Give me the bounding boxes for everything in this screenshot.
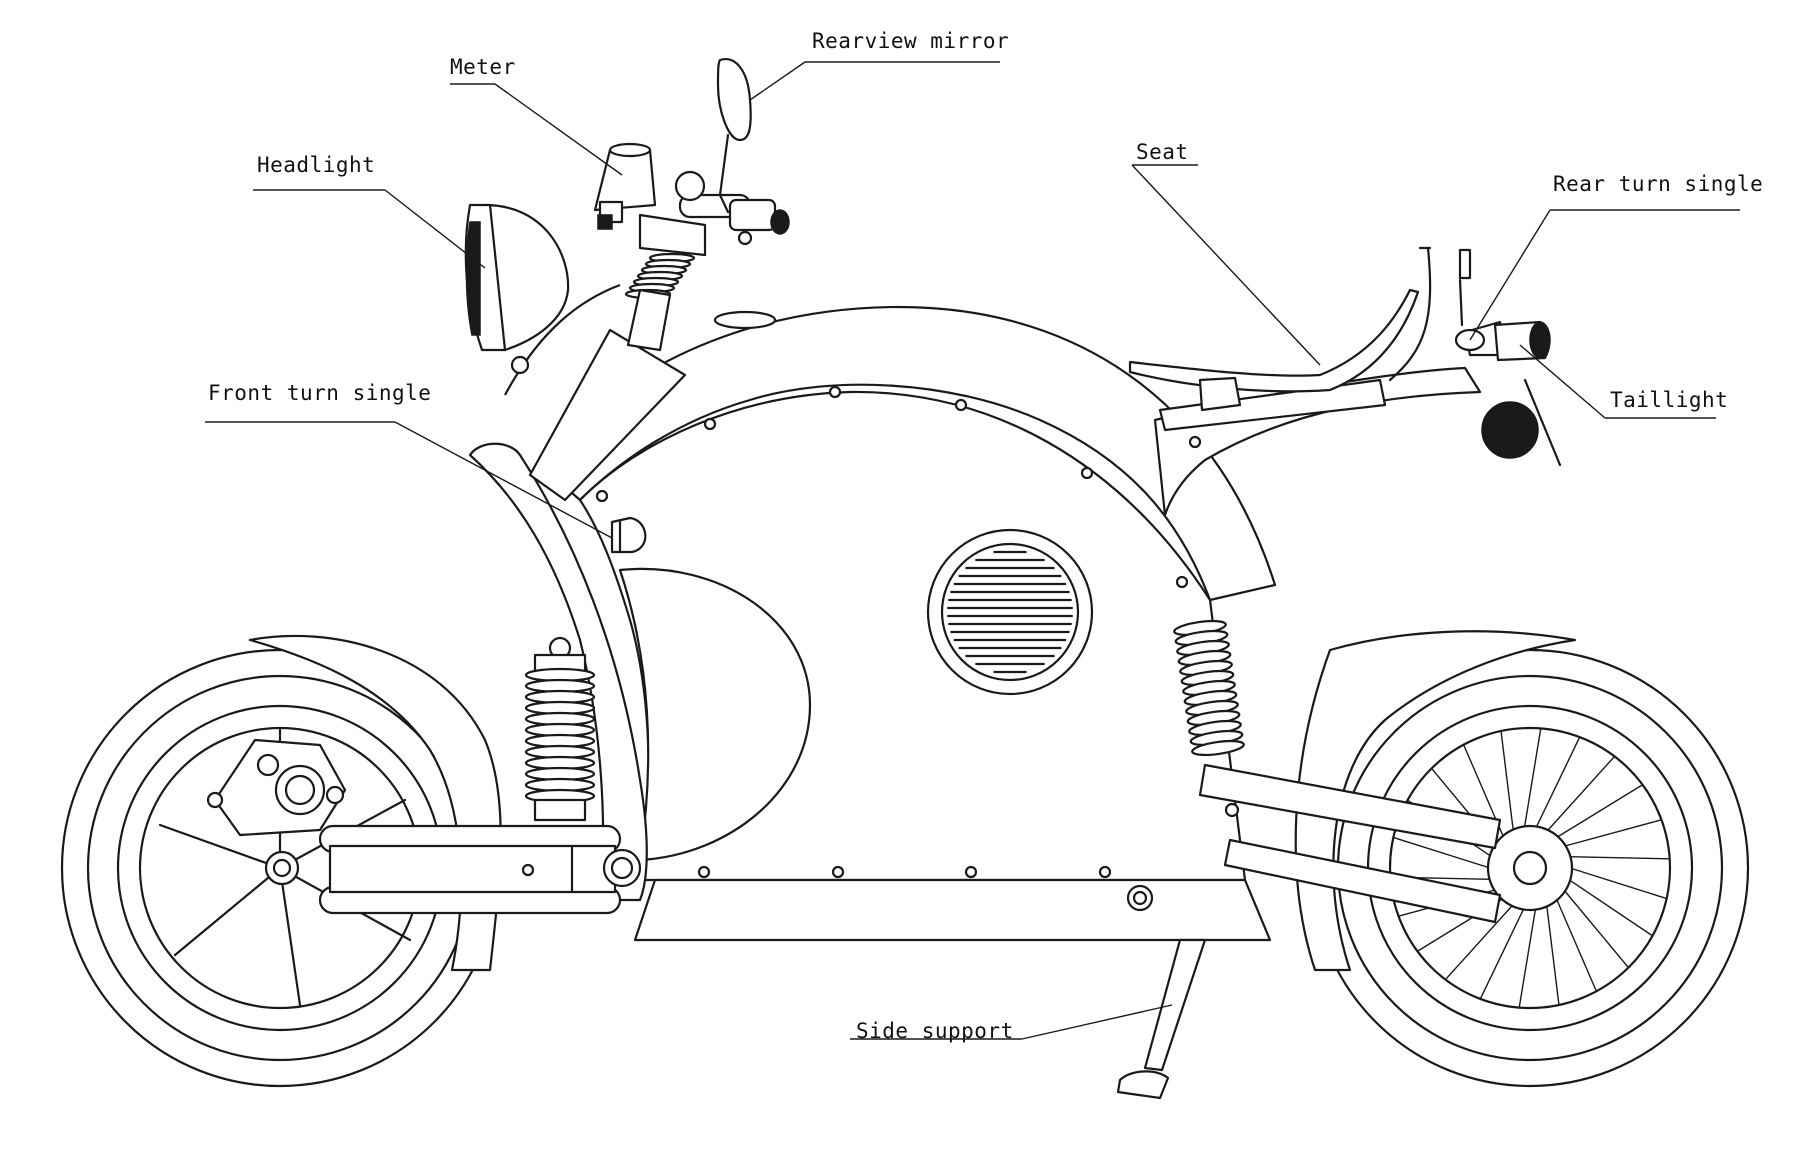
label-meter: Meter (450, 55, 516, 79)
side-stand (1116, 938, 1207, 1100)
front-shock (524, 636, 596, 822)
label-rearview-mirror: Rearview mirror (812, 29, 1009, 53)
headlight (464, 203, 570, 375)
front-frame (468, 283, 777, 902)
label-side-support: Side support (856, 1019, 1014, 1043)
battery-box (633, 878, 1272, 942)
seat (1128, 288, 1420, 412)
main-body (538, 305, 1277, 942)
label-rear-turn-single: Rear turn single (1553, 172, 1763, 196)
rear-lights (1454, 248, 1562, 467)
labels: Rearview mirror Meter Headlight Seat Rea… (208, 29, 1763, 1043)
front-turn-signal (610, 516, 647, 554)
label-headlight: Headlight (257, 153, 375, 177)
speaker-grille (926, 528, 1094, 696)
front-swing-arm (264, 824, 642, 915)
label-seat: Seat (1136, 140, 1189, 164)
brake-caliper (206, 738, 347, 837)
handlebar (624, 170, 790, 352)
rear-swing-arm (1198, 763, 1502, 924)
rearview-mirror (716, 57, 752, 214)
label-taillight: Taillight (1610, 388, 1728, 412)
label-front-turn-single: Front turn single (208, 381, 431, 405)
motor-cover (618, 567, 812, 862)
front-fender (248, 634, 502, 972)
front-wheel (60, 634, 502, 1088)
rear-shock (1173, 619, 1245, 757)
rear-wheel (1294, 630, 1750, 1088)
meter (593, 142, 657, 230)
leader-lines (205, 61, 1740, 1040)
